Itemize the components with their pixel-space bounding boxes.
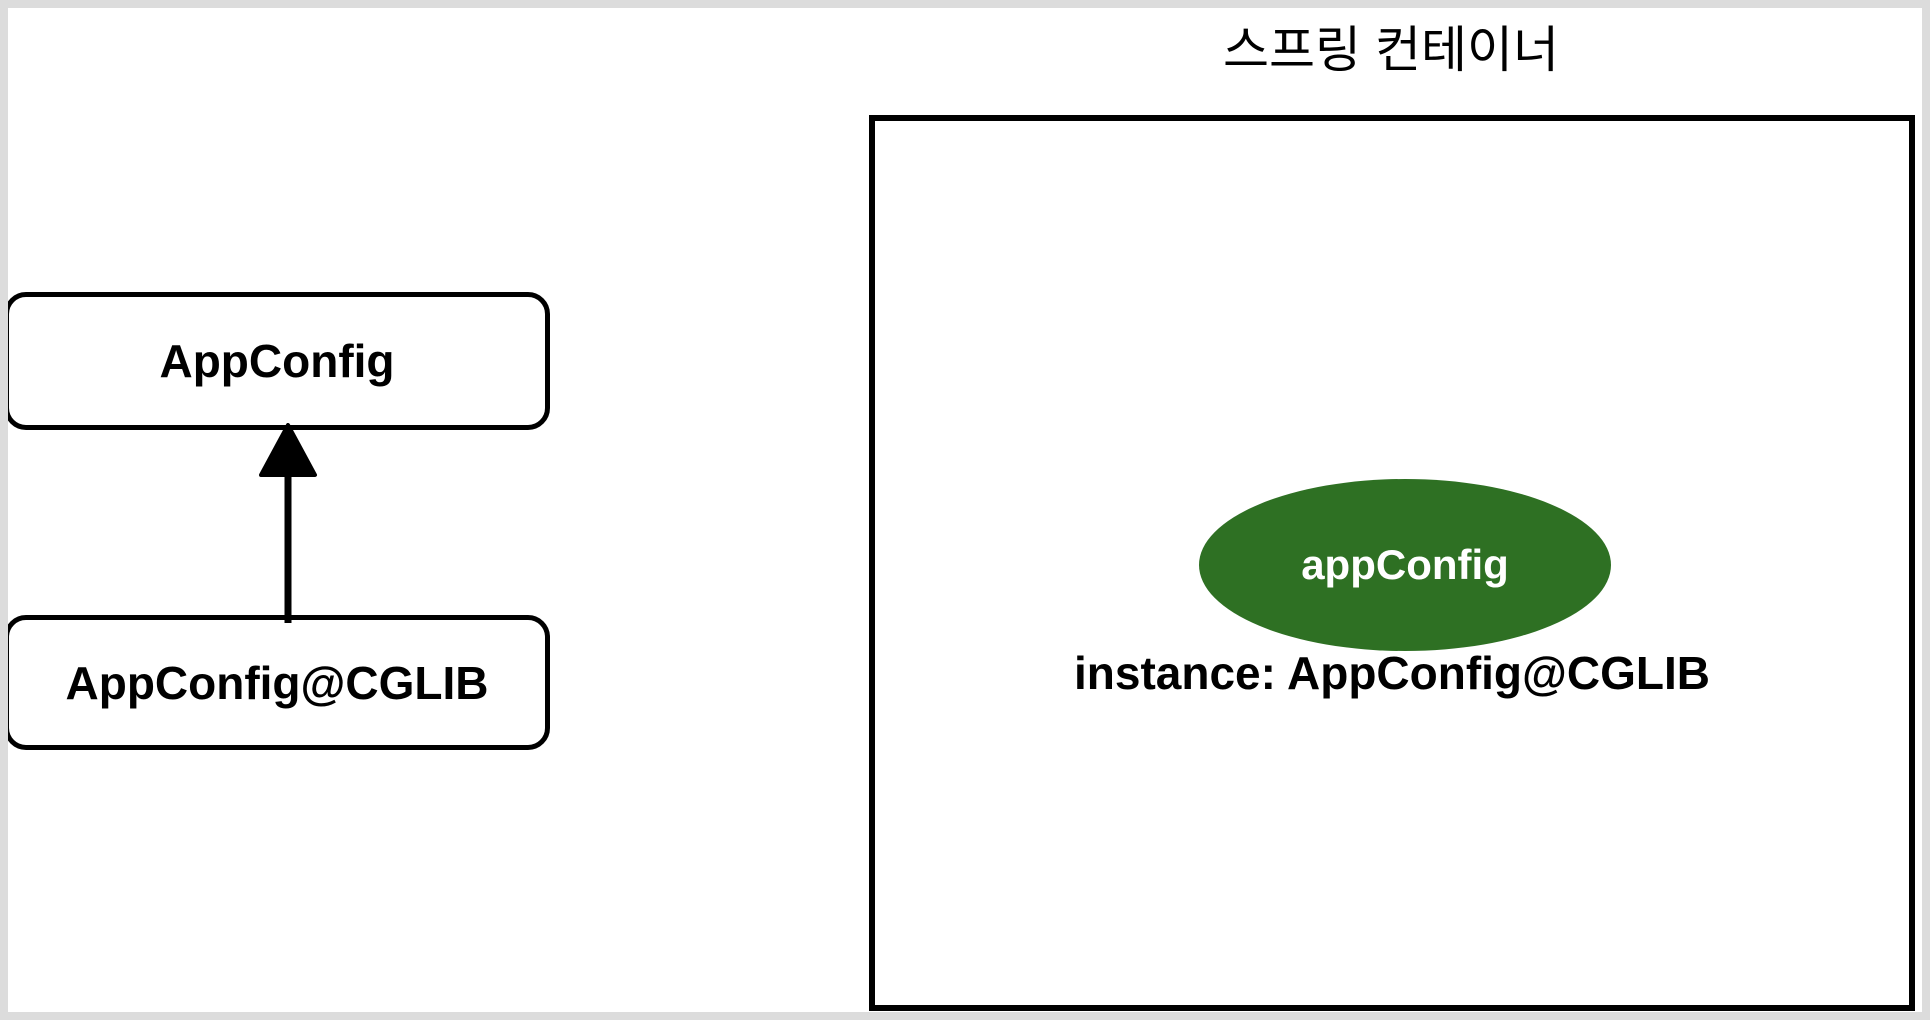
class-box-appconfig-cglib-label: AppConfig@CGLIB <box>65 656 489 709</box>
inheritance-arrow-icon <box>259 423 317 623</box>
spring-container-box: appConfig instance: AppConfig@CGLIB <box>869 115 1915 1011</box>
class-box-appconfig-label: AppConfig <box>159 335 395 387</box>
spring-container-title: 스프링 컨테이너 <box>1223 22 1559 78</box>
class-box-appconfig-cglib: AppConfig@CGLIB <box>4 615 550 750</box>
class-box-appconfig: AppConfig <box>4 292 550 430</box>
bean-ellipse-appconfig: appConfig <box>1199 479 1611 651</box>
diagram-inner-canvas: AppConfig AppConfig@CGLIB 스프링 컨테이너 appCo… <box>4 8 1922 1012</box>
bean-ellipse-label: appConfig <box>1301 541 1509 588</box>
bean-instance-label: instance: AppConfig@CGLIB <box>1073 647 1710 699</box>
inheritance-arrow-head <box>259 423 317 477</box>
